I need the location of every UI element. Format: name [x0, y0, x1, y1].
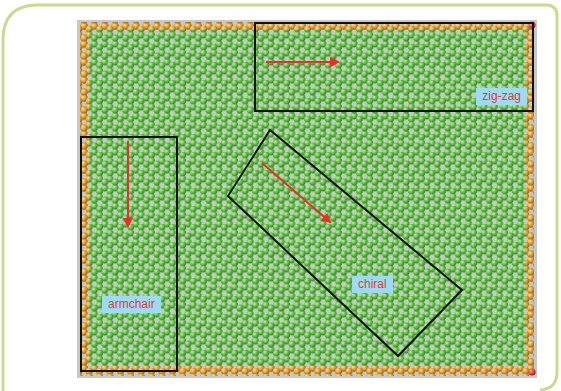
corner-atom — [528, 368, 535, 375]
carbon-lattice — [80, 22, 534, 376]
armchair-region: armchair — [80, 136, 178, 372]
region-label: armchair — [102, 296, 161, 313]
region-outline — [228, 130, 462, 356]
direction-arrow — [266, 61, 338, 63]
rotated-outline — [228, 130, 462, 356]
chiral-region: chiral — [228, 130, 462, 356]
region-label: chiral — [352, 276, 393, 293]
zigzag-region: zig-zag — [254, 22, 534, 112]
direction-arrow — [127, 141, 129, 226]
lattice-ground — [77, 20, 537, 378]
panel-frame — [3, 5, 557, 391]
region-label: zig-zag — [476, 88, 527, 105]
